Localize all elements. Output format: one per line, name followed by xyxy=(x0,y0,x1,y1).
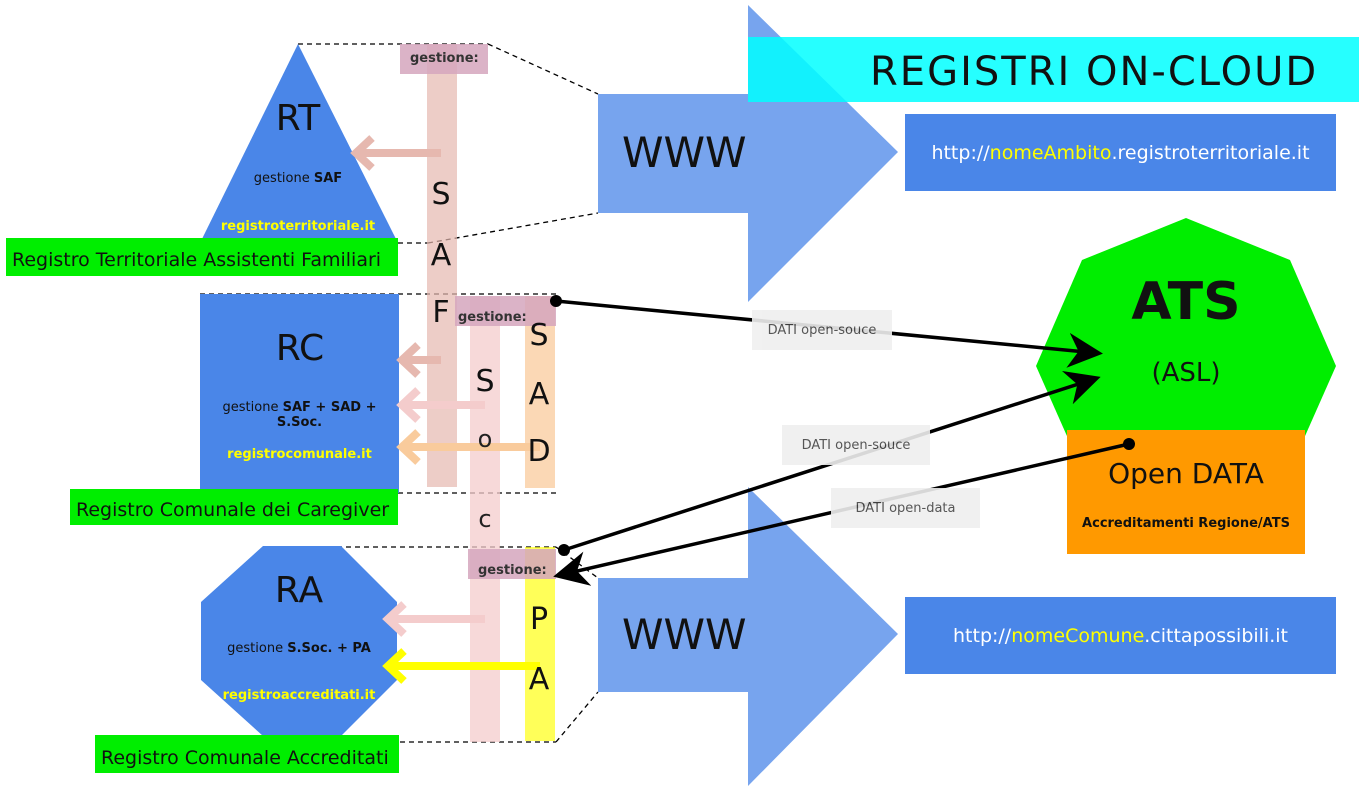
rc-square xyxy=(200,294,399,493)
rc-gestione: gestione SAF + SAD + S.Soc. xyxy=(200,400,399,430)
arrow-ssoc-to-rc xyxy=(396,387,485,423)
rc-gestione-bold: SAF + SAD + S.Soc. xyxy=(276,400,377,430)
gestione-tag-rc xyxy=(455,296,556,326)
sad-column xyxy=(525,296,555,488)
arrow-saf-to-rt xyxy=(350,135,441,171)
ats-subtitle: (ASL) xyxy=(1151,358,1221,388)
ra-site: registroaccreditati.it xyxy=(222,688,376,703)
ra-label: Registro Comunale Accreditati xyxy=(95,735,399,773)
saf-letter-f: F xyxy=(432,295,450,330)
rc-site: registrocomunale.it xyxy=(227,447,372,462)
rt-triangle xyxy=(200,44,398,243)
rt-gestione-prefix: gestione xyxy=(253,171,310,186)
www-label-bottom: WWW xyxy=(622,610,747,659)
pa-letter-p: P xyxy=(529,602,549,637)
rt-code: RT xyxy=(275,98,321,139)
ssoc-letter-s: S xyxy=(475,364,495,399)
rt-gestione-bold: SAF xyxy=(313,171,343,186)
url-top-suffix: .registroterritoriale.it xyxy=(1111,141,1310,164)
url-bottom-suffix: .cittapossibili.it xyxy=(1144,624,1288,647)
saf-letter-a: A xyxy=(430,238,452,273)
arrow-saf-to-rc xyxy=(396,342,441,378)
url-box-top[interactable]: http://nomeAmbito.registroterritoriale.i… xyxy=(905,114,1336,191)
sad-letter-d: D xyxy=(527,434,551,469)
rt-label: Registro Territoriale Assistenti Familia… xyxy=(6,238,398,276)
url-bottom-prefix: http:// xyxy=(953,624,1012,647)
data-label-2: DATI open-souce xyxy=(782,425,930,465)
url-box-bottom[interactable]: http://nomeComune.cittapossibili.it xyxy=(905,597,1336,674)
arrow-sad-to-rc xyxy=(396,429,540,465)
pa-letter-a: A xyxy=(528,662,550,697)
rt-gestione: gestione SAF xyxy=(215,171,381,186)
url-bottom-highlight: nomeComune xyxy=(1011,624,1145,647)
arrow-ssoc-to-ra xyxy=(382,601,485,637)
ssoc-letter-o1: o xyxy=(477,425,493,453)
data-label-3: DATI open-data xyxy=(831,488,980,528)
www-label-top: WWW xyxy=(622,128,747,177)
arrow-pa-to-ra xyxy=(382,648,540,684)
url-top-highlight: nomeAmbito xyxy=(989,141,1112,164)
data-dot-rc xyxy=(550,295,562,307)
open-data-title: Open DATA xyxy=(1108,457,1264,490)
header-title: REGISTRI ON-CLOUD xyxy=(870,49,1319,95)
www-arrow-bottom xyxy=(598,487,898,786)
ssoc-letter-c: c xyxy=(478,505,492,533)
rc-label: Registro Comunale dei Caregiver xyxy=(70,489,398,525)
ra-code: RA xyxy=(274,570,324,611)
open-data-subtitle: Accreditamenti Regione/ATS xyxy=(1082,516,1290,531)
gestione-tag-rt xyxy=(400,44,488,74)
gestione-tag-ra xyxy=(468,549,556,579)
data-label-1: DATI open-souce xyxy=(752,310,892,350)
data-dot-ra xyxy=(558,544,570,556)
gestione-label-ra: gestione: xyxy=(478,563,547,578)
url-top-prefix: http:// xyxy=(931,141,990,164)
header-bar xyxy=(748,37,1359,102)
ra-gestione-bold: S.Soc. + PA xyxy=(287,641,371,656)
rc-code: RC xyxy=(275,328,325,369)
saf-letter-s: S xyxy=(431,177,451,212)
gestione-label-rt: gestione: xyxy=(410,51,479,66)
sad-letter-a: A xyxy=(528,377,550,412)
data-dot-opendata xyxy=(1123,438,1135,450)
ra-gestione-prefix: gestione xyxy=(227,641,284,656)
saf-column xyxy=(427,44,457,487)
pa-column xyxy=(525,547,555,741)
rc-gestione-prefix: gestione xyxy=(222,400,279,415)
ats-title: ATS xyxy=(1131,272,1241,332)
rt-site: registroterritoriale.it xyxy=(220,219,376,234)
gestione-label-rc: gestione: xyxy=(458,310,527,325)
sad-letter-s: S xyxy=(529,318,549,353)
ra-gestione: gestione S.Soc. + PA xyxy=(201,641,397,656)
ra-octagon xyxy=(201,546,397,736)
